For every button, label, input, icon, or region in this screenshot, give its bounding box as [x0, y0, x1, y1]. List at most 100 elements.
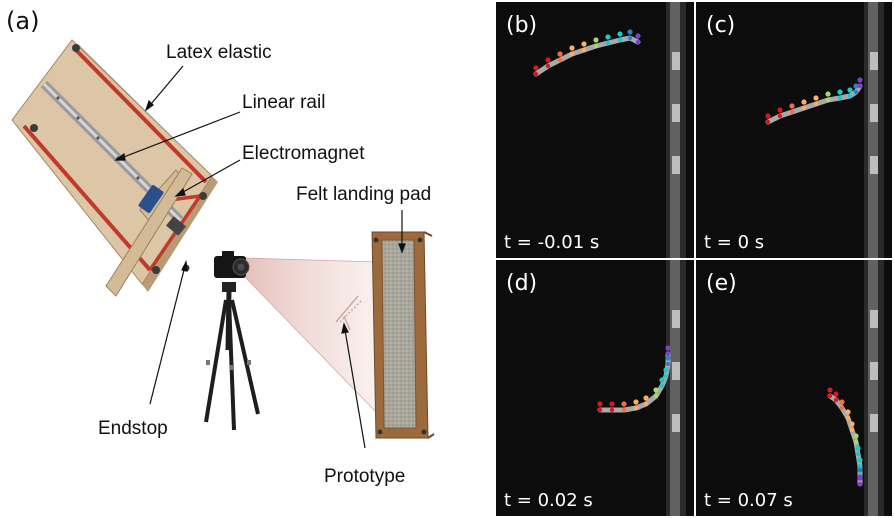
- wall-strip: [670, 260, 680, 516]
- tracking-marker: [621, 401, 627, 407]
- tracking-marker: [659, 377, 665, 383]
- launcher-board: [11, 39, 218, 297]
- tracking-marker: [857, 457, 863, 463]
- wall-strip: [868, 260, 878, 516]
- tracking-marker: [569, 51, 575, 57]
- tracking-marker: [813, 95, 819, 101]
- tracking-marker: [545, 57, 551, 63]
- tracking-marker: [855, 445, 861, 451]
- tracking-marker: [845, 415, 851, 421]
- tracking-marker: [825, 97, 831, 103]
- tracking-marker: [557, 57, 563, 63]
- tracking-marker: [839, 405, 845, 411]
- tracking-marker: [635, 39, 641, 45]
- endstop-arm: [105, 167, 193, 297]
- frame-panel-label: (b): [506, 13, 537, 38]
- tracking-marker: [643, 395, 649, 401]
- label-endstop: Endstop: [98, 418, 168, 439]
- tracking-marker: [827, 387, 833, 393]
- wall-bracket: [672, 362, 680, 380]
- tracking-marker: [849, 427, 855, 433]
- video-frame: (b) t = -0.01 s: [496, 2, 694, 258]
- tracking-marker: [597, 401, 603, 407]
- callout-arrows: [114, 65, 406, 449]
- tracking-marker: [533, 65, 539, 71]
- frame-time-label: t = -0.01 s: [504, 232, 599, 253]
- tracking-marker: [627, 29, 633, 35]
- label-linear-rail: Linear rail: [242, 92, 325, 113]
- tracking-marker: [593, 37, 599, 43]
- tracking-marker: [633, 405, 639, 411]
- tracking-marker: [557, 51, 563, 57]
- tracking-marker: [665, 355, 671, 361]
- panel-label-a: (a): [6, 7, 39, 35]
- board-posts: [30, 44, 207, 274]
- tracking-marker: [665, 345, 671, 351]
- tracking-marker: [605, 40, 611, 46]
- tracking-marker: [581, 47, 587, 53]
- tracking-marker: [663, 367, 669, 373]
- tracking-marker: [777, 107, 783, 113]
- tracking-marker: [789, 109, 795, 115]
- tracking-marker: [855, 451, 861, 457]
- tracking-marker: [665, 351, 671, 357]
- tracking-marker: [659, 383, 665, 389]
- wall-strip: [670, 2, 680, 258]
- wall-bracket: [672, 104, 680, 122]
- wall-bracket: [672, 52, 680, 70]
- prototype-body: [765, 83, 863, 125]
- frame-time-label: t = 0.02 s: [504, 490, 593, 511]
- wall-bracket: [870, 104, 878, 122]
- tracking-marker: [533, 71, 539, 77]
- felt-landing-pad: [371, 231, 435, 439]
- prototype-body: [533, 35, 641, 77]
- tracking-marker: [765, 119, 771, 125]
- tracking-marker: [765, 113, 771, 119]
- tracking-marker: [853, 83, 859, 89]
- frame-panel-label: (e): [706, 271, 737, 296]
- tracking-marker: [857, 467, 863, 473]
- tracking-marker: [777, 113, 783, 119]
- wall-bracket: [672, 414, 680, 432]
- wall-bracket: [672, 310, 680, 328]
- camera-field-of-view: [243, 257, 379, 415]
- tracking-marker: [801, 99, 807, 105]
- tracking-marker: [849, 421, 855, 427]
- tracking-marker: [839, 399, 845, 405]
- electromagnet: [138, 185, 164, 213]
- tracking-marker: [617, 37, 623, 43]
- wall-bracket: [672, 156, 680, 174]
- video-frame: (e) t = 0.07 s: [696, 260, 892, 516]
- tracking-marker: [857, 77, 863, 83]
- tracking-marker: [853, 433, 859, 439]
- tracking-marker: [789, 103, 795, 109]
- tracking-marker: [801, 105, 807, 111]
- tripod: [204, 282, 260, 431]
- tracking-marker: [845, 409, 851, 415]
- camera-icon: [214, 251, 250, 278]
- frame-time-label: t = 0.07 s: [704, 490, 793, 511]
- prototype-sketch: [335, 295, 363, 331]
- tracking-marker: [825, 91, 831, 97]
- tracking-marker: [857, 463, 863, 469]
- tracking-marker: [593, 43, 599, 49]
- board-face: [11, 39, 213, 285]
- frame-panel-label: (c): [706, 13, 735, 38]
- label-latex-elastic: Latex elastic: [166, 42, 272, 63]
- tracking-marker: [847, 87, 853, 93]
- setup-panel: (a): [6, 7, 435, 487]
- frames-grid: (b)t = -0.01 s(c)t = 0 s(d)t = 0.02 s(e)…: [496, 2, 892, 516]
- label-prototype: Prototype: [324, 466, 405, 487]
- tracking-marker: [621, 407, 627, 413]
- tracking-marker: [853, 89, 859, 95]
- tracking-marker: [609, 401, 615, 407]
- tracking-marker: [833, 391, 839, 397]
- video-frame: (d)t = 0.02 s: [496, 260, 694, 516]
- tracking-marker: [833, 397, 839, 403]
- frame-background: [696, 2, 892, 258]
- tracking-marker: [545, 63, 551, 69]
- latex-elastic-band: [74, 48, 208, 184]
- tracking-marker: [581, 41, 587, 47]
- latex-elastic-band: [22, 124, 152, 272]
